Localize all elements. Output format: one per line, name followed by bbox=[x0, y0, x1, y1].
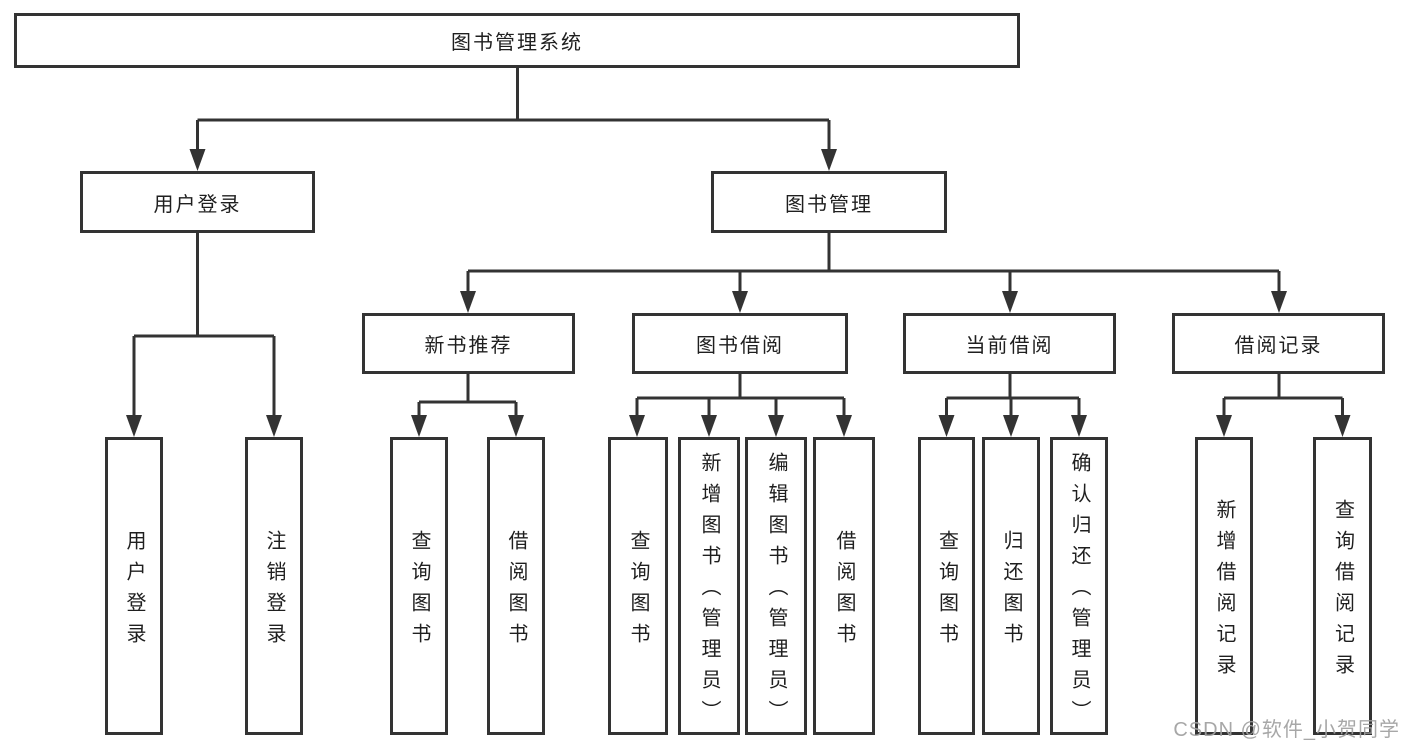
arrowhead-leaf-query-books-borrow bbox=[629, 415, 645, 437]
leaf-query-books-newbook: 查询图书 bbox=[390, 437, 448, 735]
leaf-query-borrow-record: 查询借阅记录 bbox=[1313, 437, 1372, 735]
arrowhead-leaf-logout bbox=[266, 415, 282, 437]
arrowhead-leaf-query-books-current bbox=[938, 415, 955, 437]
csdn-watermark: CSDN @软件_小贺同学 bbox=[1173, 719, 1400, 741]
arrowhead-current-borrow bbox=[1002, 291, 1018, 313]
node-current-borrowing: 当前借阅 bbox=[903, 313, 1116, 374]
node-book-management: 图书管理 bbox=[711, 171, 947, 233]
arrowhead-leaf-query-books-newbook bbox=[411, 415, 427, 437]
arrowhead-leaf-add-borrow-record bbox=[1216, 415, 1232, 437]
leaf-label: 新增图书（管理员） bbox=[698, 452, 720, 731]
leaf-label: 查询图书 bbox=[408, 529, 430, 654]
connector-current-borrow-to-leaves bbox=[945, 374, 1081, 417]
leaf-borrow-books-borrow: 借阅图书 bbox=[813, 437, 875, 735]
arrowhead-leaf-return-books bbox=[1003, 415, 1019, 437]
connector-new-book-to-leaves bbox=[417, 374, 518, 417]
leaf-label: 确认归还（管理员） bbox=[1068, 452, 1090, 731]
node-new-book-recommendation: 新书推荐 bbox=[362, 313, 575, 374]
arrowhead-leaf-borrow-books-newbook bbox=[508, 415, 524, 437]
leaf-borrow-books-newbook: 借阅图书 bbox=[487, 437, 545, 735]
node-label: 用户登录 bbox=[153, 193, 242, 216]
leaf-add-books-admin: 新增图书（管理员） bbox=[678, 437, 740, 735]
arrowhead-leaf-confirm-return bbox=[1071, 415, 1087, 437]
leaf-return-books: 归还图书 bbox=[982, 437, 1040, 735]
arrowhead-borrow-record bbox=[1271, 291, 1287, 313]
arrowhead-leaf-edit-books bbox=[768, 415, 784, 437]
node-borrowing-records: 借阅记录 bbox=[1172, 313, 1385, 374]
leaf-label: 注销登录 bbox=[263, 529, 285, 654]
arrowheads bbox=[126, 149, 1351, 437]
node-label: 借阅记录 bbox=[1234, 335, 1323, 357]
leaf-label: 借阅图书 bbox=[833, 529, 855, 654]
connector-book-borrow-to-leaves bbox=[635, 374, 846, 417]
node-label: 图书借阅 bbox=[696, 335, 784, 357]
node-user-login: 用户登录 bbox=[80, 171, 315, 233]
connector-user-login-to-leaves bbox=[132, 233, 276, 417]
leaf-label: 查询图书 bbox=[627, 529, 649, 654]
connector-root-to-level2 bbox=[196, 68, 831, 151]
leaf-label: 查询图书 bbox=[935, 529, 958, 654]
arrowhead-book-management bbox=[821, 149, 837, 171]
node-library-management-system: 图书管理系统 bbox=[14, 13, 1020, 68]
leaf-user-login: 用户登录 bbox=[105, 437, 163, 735]
node-label: 图书管理 bbox=[785, 193, 873, 216]
leaf-query-books-borrow: 查询图书 bbox=[608, 437, 668, 735]
arrowhead-leaf-query-borrow-record bbox=[1334, 415, 1351, 437]
node-label: 当前借阅 bbox=[965, 335, 1054, 357]
leaf-add-borrow-record: 新增借阅记录 bbox=[1195, 437, 1253, 735]
leaf-label: 新增借阅记录 bbox=[1213, 498, 1235, 685]
arrowhead-leaf-borrow-books-borrow bbox=[836, 415, 852, 437]
arrowhead-leaf-add-books bbox=[701, 415, 717, 437]
leaf-edit-books-admin: 编辑图书（管理员） bbox=[745, 437, 807, 735]
node-label: 图书管理系统 bbox=[451, 32, 583, 54]
connector-book-management-to-level3 bbox=[466, 233, 1281, 294]
leaf-query-books-current: 查询图书 bbox=[918, 437, 975, 735]
arrowhead-user-login bbox=[189, 149, 206, 171]
leaf-logout: 注销登录 bbox=[245, 437, 303, 735]
arrowhead-leaf-user-login bbox=[126, 415, 142, 437]
leaf-label: 用户登录 bbox=[123, 529, 145, 654]
leaf-label: 借阅图书 bbox=[505, 529, 527, 654]
leaf-confirm-return-admin: 确认归还（管理员） bbox=[1050, 437, 1108, 735]
leaf-label: 查询借阅记录 bbox=[1331, 498, 1354, 685]
connector-lines bbox=[132, 68, 1344, 417]
node-book-borrowing: 图书借阅 bbox=[632, 313, 848, 374]
arrowhead-book-borrow bbox=[732, 291, 748, 313]
leaf-label: 编辑图书（管理员） bbox=[765, 452, 787, 731]
node-label: 新书推荐 bbox=[424, 335, 513, 357]
arrowhead-new-book bbox=[460, 291, 476, 313]
leaf-label: 归还图书 bbox=[1000, 529, 1022, 654]
connector-borrow-record-to-leaves bbox=[1222, 374, 1344, 417]
